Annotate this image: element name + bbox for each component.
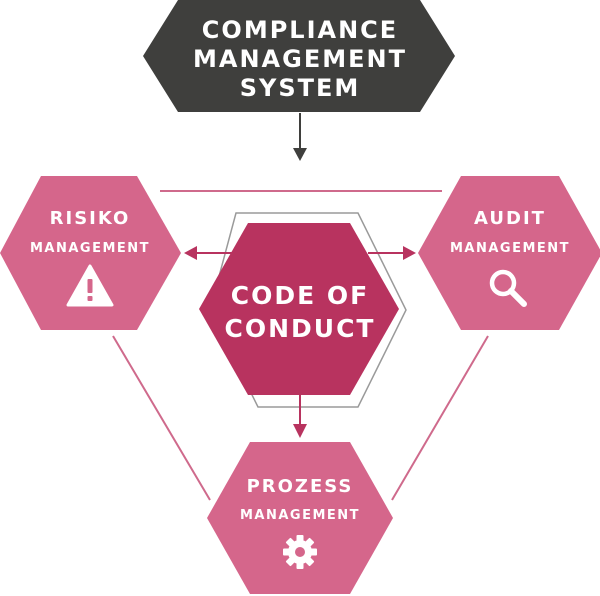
- risiko-hexagon: [0, 176, 181, 330]
- risiko-subtitle: MANAGEMENT: [30, 241, 150, 256]
- arrow-to-audit-head: [403, 246, 416, 260]
- connector-left: [112, 335, 211, 501]
- code-of-conduct-line2: CONDUCT: [225, 314, 376, 343]
- compliance-title-line3: SYSTEM: [240, 74, 361, 102]
- search-icon: [489, 269, 527, 307]
- compliance-title-line1: COMPLIANCE: [202, 16, 398, 44]
- prozess-hexagon: [207, 442, 393, 594]
- prozess-title: PROZESS: [247, 476, 354, 497]
- audit-hexagon: [418, 176, 600, 330]
- warning-icon: [66, 264, 114, 307]
- code-of-conduct-line1: CODE OF: [231, 281, 369, 310]
- compliance-title-line2: MANAGEMENT: [193, 45, 407, 73]
- prozess-subtitle: MANAGEMENT: [240, 508, 360, 523]
- audit-title: AUDIT: [474, 208, 546, 229]
- arrow-to-prozess-head: [293, 424, 307, 438]
- compliance-system-hexagon: [143, 0, 455, 112]
- risiko-title: RISIKO: [50, 208, 131, 229]
- code-of-conduct-hexagon: [199, 223, 399, 395]
- connector-right: [391, 335, 489, 501]
- system-arrow-head: [293, 148, 307, 161]
- arrow-to-risiko-head: [184, 246, 197, 260]
- gear-icon: [283, 535, 317, 569]
- audit-subtitle: MANAGEMENT: [450, 241, 570, 256]
